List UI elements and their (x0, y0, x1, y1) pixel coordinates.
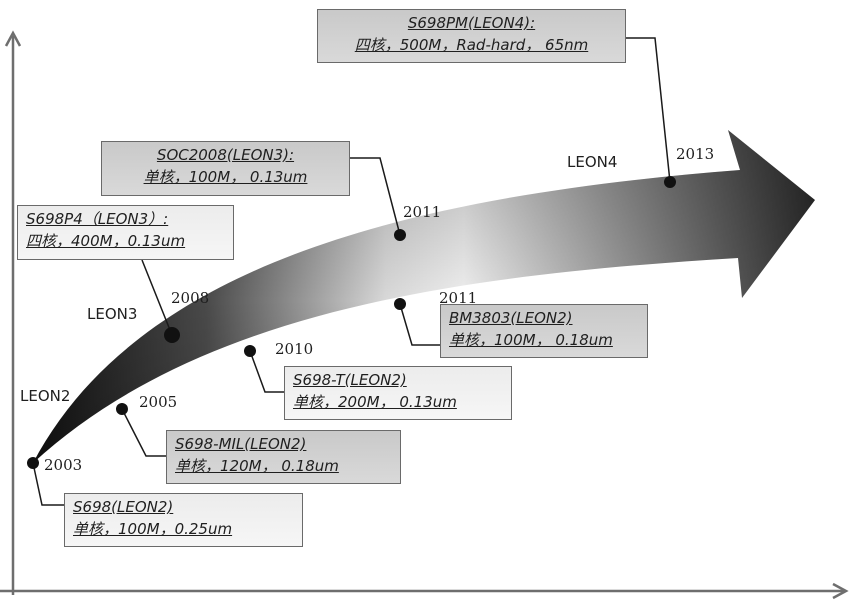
milestone-dot-2010 (244, 345, 256, 357)
chip-spec: 单核，200M， 0.13um (293, 393, 457, 411)
leon4-label: LEON4 (567, 153, 618, 171)
connector-s698 (32, 462, 64, 506)
milestone-box-s698: S698(LEON2) 单核，100M，0.25um (64, 493, 303, 547)
connector-bm3803 (399, 303, 440, 346)
chip-name: S698P4（LEON3）: (26, 210, 169, 228)
milestone-box-s698pm: S698PM(LEON4): 四核，500M，Rad-hard， 65nm (317, 9, 626, 63)
connector-s698t (249, 350, 284, 393)
year-label-2011-lower: 2011 (439, 289, 478, 307)
milestone-box-soc2008: SOC2008(LEON3): 单核，100M， 0.13um (101, 141, 350, 196)
chip-name: BM3803(LEON2) (449, 309, 573, 327)
chip-name: S698-MIL(LEON2) (175, 435, 307, 453)
chip-spec: 单核，100M， 0.13um (143, 168, 308, 186)
chip-name: S698-T(LEON2) (293, 371, 407, 389)
milestone-dot-2013 (664, 176, 676, 188)
milestone-box-s698t: S698-T(LEON2) 单核，200M， 0.13um (284, 366, 512, 420)
timeline-arrow-shade (33, 130, 815, 463)
milestone-dot-2011-lower (394, 298, 406, 310)
milestone-dot-2011-upper (394, 229, 406, 241)
year-label-2011-upper: 2011 (403, 203, 442, 221)
year-label-2005: 2005 (139, 393, 178, 411)
x-axis-arrowhead (832, 582, 849, 600)
chip-name: S698PM(LEON4): (407, 14, 536, 32)
year-label-2013: 2013 (676, 145, 715, 163)
milestone-dot-2003 (27, 457, 39, 469)
milestone-box-bm3803: BM3803(LEON2) 单核，100M， 0.18um (440, 304, 648, 358)
y-axis-arrowhead (4, 30, 22, 47)
chip-spec: 单核，100M，0.25um (73, 520, 233, 538)
chip-spec: 单核，100M， 0.18um (449, 331, 613, 349)
chip-spec: 四核，400M，0.13um (26, 232, 186, 250)
connector-s698pm (626, 37, 671, 183)
chip-spec: 单核，120M， 0.18um (175, 457, 339, 475)
chip-spec: 四核，500M，Rad-hard， 65nm (354, 36, 589, 54)
year-label-2008: 2008 (171, 289, 210, 307)
connector-s698mil (121, 408, 166, 457)
leon3-label: LEON3 (87, 305, 138, 323)
year-label-2003: 2003 (44, 456, 83, 474)
connector-s698p4 (141, 259, 173, 336)
milestone-box-s698mil: S698-MIL(LEON2) 单核，120M， 0.18um (166, 430, 401, 484)
chip-name: SOC2008(LEON3): (156, 146, 295, 164)
leon2-label: LEON2 (20, 387, 71, 405)
milestone-dot-2008 (164, 327, 180, 343)
milestone-box-s698p4: S698P4（LEON3）: 四核，400M，0.13um (17, 205, 234, 260)
milestone-dot-2005 (116, 403, 128, 415)
chip-name: S698(LEON2) (73, 498, 174, 516)
year-label-2010: 2010 (275, 340, 314, 358)
connector-soc2008 (350, 157, 401, 236)
